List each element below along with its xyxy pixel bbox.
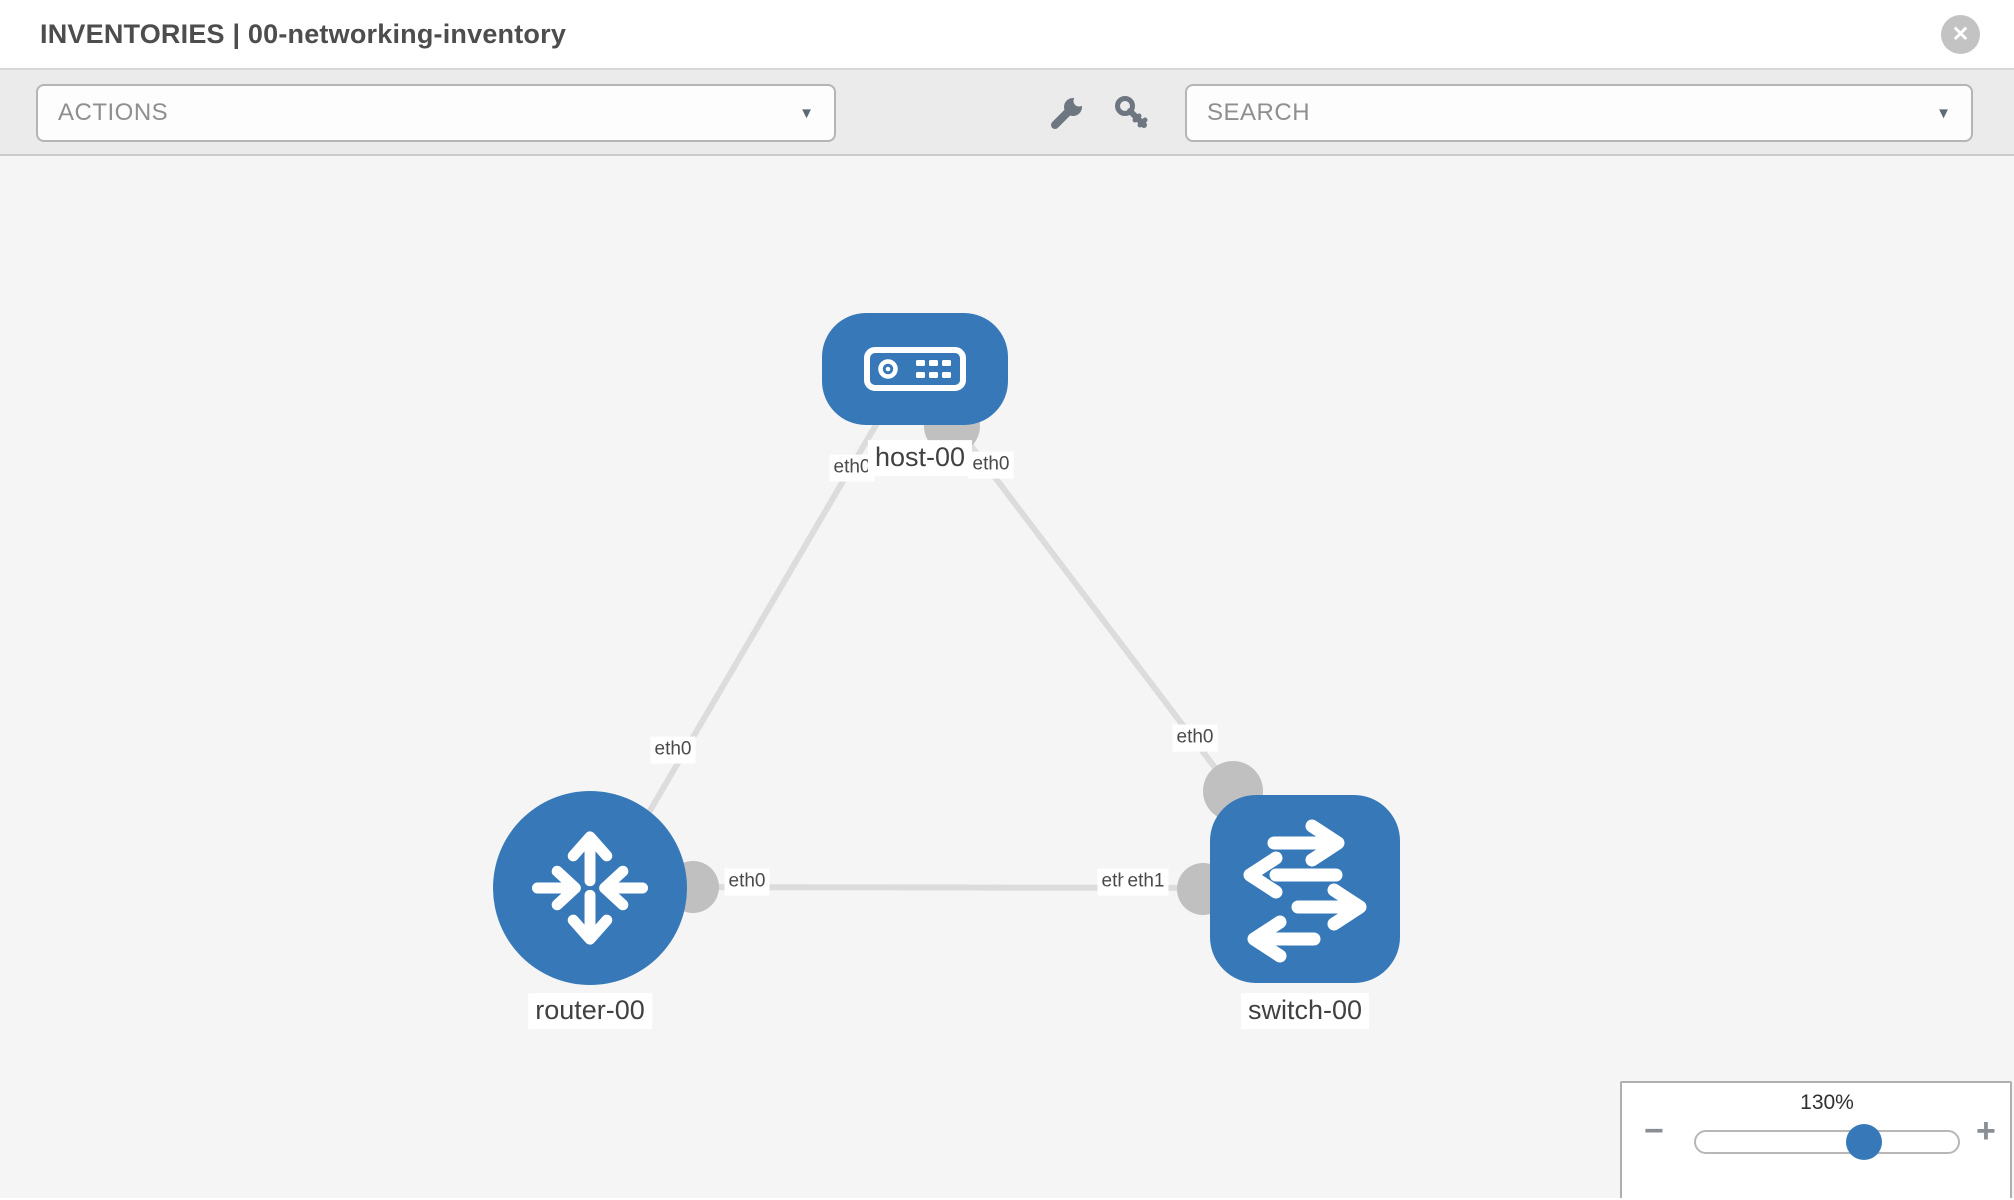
close-button[interactable]: ✕ [1941,15,1980,54]
iface-label-router-switch-switch-end: eth1 [1123,868,1169,896]
toolbar: ACTIONS ▼ SEARCH ▼ [0,70,2014,156]
iface-label-host-router-host-end: eth0 [829,454,875,482]
iface-label-router-switch-router-end: eth0 [724,868,770,896]
iface-label-host-switch-host-end: eth0 [968,451,1014,479]
node-switch-00[interactable] [1210,795,1400,983]
zoom-out-button[interactable]: − [1644,1114,1664,1148]
zoom-slider-thumb[interactable] [1846,1124,1882,1160]
iface-label-host-router-router-end: eth0 [650,736,696,764]
iface-label-host-switch-switch-end: eth0 [1172,724,1218,752]
zoom-control-panel: 130% − + [1620,1081,2012,1198]
plus-icon: + [1976,1112,1996,1150]
search-dropdown-label: SEARCH [1207,99,1311,126]
zoom-slider-track[interactable] [1694,1124,1960,1160]
minus-icon: − [1644,1112,1664,1150]
node-label-router-00: router-00 [528,993,652,1029]
chevron-down-icon: ▼ [799,104,814,122]
node-label-switch-00: switch-00 [1240,993,1370,1029]
search-dropdown[interactable]: SEARCH ▼ [1185,84,1973,142]
switch-icon [1243,819,1367,963]
node-router-00[interactable] [493,791,687,985]
zoom-percent-value: 130% [1800,1091,1854,1114]
actions-dropdown-label: ACTIONS [58,99,169,126]
credentials-button[interactable] [1110,94,1154,134]
topology-canvas[interactable]: eth0 host-00 eth0 eth0 eth0 eth0 eth0 et… [0,156,2014,1198]
host-server-icon [864,347,966,391]
chevron-down-icon: ▼ [1936,104,1951,122]
close-icon: ✕ [1951,23,1970,46]
configure-button[interactable] [1044,94,1088,134]
node-host-00[interactable] [822,313,1008,425]
wrench-icon [1051,95,1085,129]
key-icon [1115,96,1148,128]
node-label-host-00: host-00 [867,440,973,476]
topology-links-layer [597,398,1291,915]
page-header: INVENTORIES | 00-networking-inventory ✕ [0,0,2014,70]
zoom-in-button[interactable]: + [1976,1114,1996,1148]
actions-dropdown[interactable]: ACTIONS ▼ [36,84,836,142]
page-title: INVENTORIES | 00-networking-inventory [40,19,567,49]
router-icon [531,831,649,945]
